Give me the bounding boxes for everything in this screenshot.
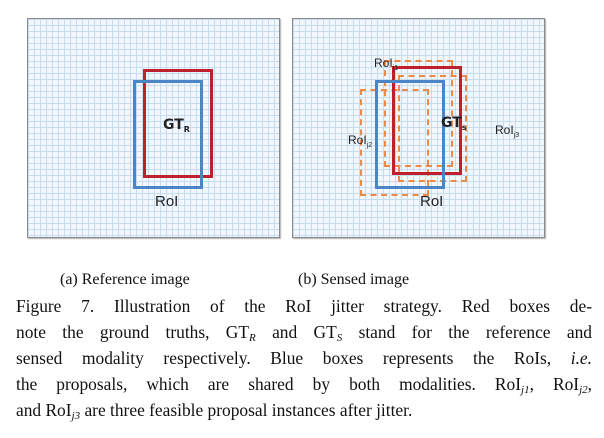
sensed-image-panel: RoIj1 RoIj2 RoIj3 GTs RoI bbox=[292, 18, 545, 238]
gt-r-label: GTR bbox=[163, 117, 190, 134]
caption-text: sensed modality respectively. Blue boxes… bbox=[16, 348, 571, 368]
reference-image-panel: GTR RoI bbox=[27, 18, 280, 238]
caption-line: Figure 7. Illustration of the RoI jitter… bbox=[16, 293, 592, 319]
caption-text: , bbox=[587, 374, 593, 394]
caption-text: and RoI bbox=[16, 400, 72, 420]
roi-j2-subscript: j2 bbox=[366, 142, 373, 149]
caption-subscript: R bbox=[249, 332, 256, 344]
jitter-box-j1 bbox=[384, 60, 453, 167]
roi-j3-text: RoI bbox=[495, 123, 514, 137]
roi-box bbox=[375, 80, 445, 189]
subcaption-a: (a) Reference image bbox=[60, 271, 190, 288]
roi-j1-label: RoIj1 bbox=[374, 56, 398, 72]
gt-subscript: s bbox=[461, 123, 467, 132]
gt-text: GT bbox=[441, 115, 462, 131]
ground-truth-box-s bbox=[392, 66, 462, 175]
caption-text: the proposals, which are shared by both … bbox=[16, 374, 522, 394]
roi-label: RoI bbox=[155, 193, 179, 210]
roi-j1-text: RoI bbox=[374, 56, 393, 70]
caption-subscript: j1 bbox=[521, 384, 530, 396]
caption-subscript: S bbox=[336, 332, 343, 344]
caption-text: note the ground truths, GT bbox=[16, 322, 249, 342]
caption-line: the proposals, which are shared by both … bbox=[16, 371, 592, 397]
caption-subscript: j3 bbox=[71, 410, 81, 422]
caption-subscript: j2 bbox=[579, 384, 588, 396]
caption-line: sensed modality respectively. Blue boxes… bbox=[16, 345, 592, 371]
caption-italic: i.e. bbox=[570, 348, 592, 368]
caption-text: , RoI bbox=[529, 374, 580, 394]
caption-text: stand for the reference and bbox=[342, 322, 592, 342]
gt-subscript: R bbox=[183, 125, 190, 134]
caption-text: Figure 7. Illustration of the RoI jitter… bbox=[16, 296, 592, 316]
caption-text: and GT bbox=[255, 322, 337, 342]
roi-j2-text: RoI bbox=[348, 133, 367, 147]
caption-line: and RoIj3 are three feasible proposal in… bbox=[16, 397, 592, 423]
caption-text: are three feasible proposal instances af… bbox=[80, 400, 413, 420]
caption-line: note the ground truths, GTR and GTS stan… bbox=[16, 319, 592, 345]
ground-truth-box-r bbox=[143, 69, 213, 178]
gt-text: GT bbox=[163, 117, 184, 133]
jitter-box-j3 bbox=[398, 75, 467, 182]
figure-caption: Figure 7. Illustration of the RoI jitter… bbox=[16, 293, 592, 423]
subcaption-b: (b) Sensed image bbox=[298, 271, 410, 288]
roi-label: RoI bbox=[420, 193, 444, 210]
gt-s-label: GTs bbox=[441, 115, 467, 132]
roi-j3-label: RoIj3 bbox=[495, 123, 519, 139]
roi-box bbox=[133, 80, 203, 189]
roi-j2-label: RoIj2 bbox=[348, 133, 372, 149]
roi-j1-subscript: j1 bbox=[392, 65, 399, 72]
roi-j3-subscript: j3 bbox=[513, 132, 520, 139]
